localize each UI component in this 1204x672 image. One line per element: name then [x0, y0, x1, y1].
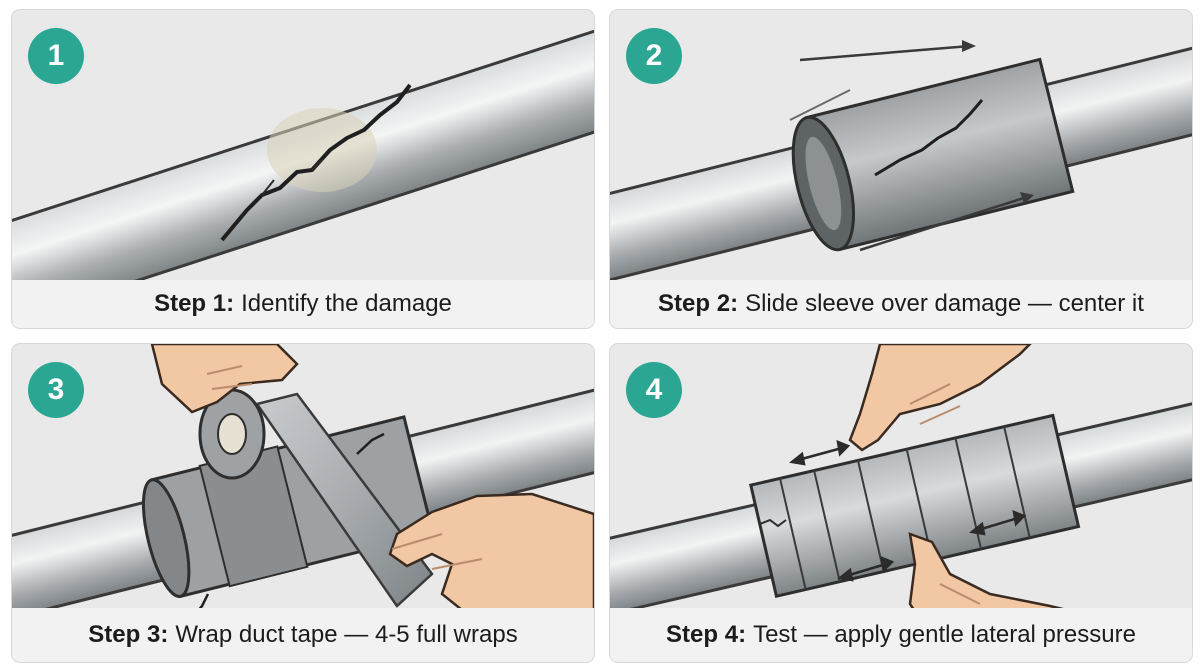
- step-text: Wrap duct tape — 4-5 full wraps: [175, 621, 518, 648]
- step-label: Step 1:: [154, 290, 235, 317]
- step-text: Slide sleeve over damage — center it: [745, 290, 1144, 317]
- step-label: Step 3:: [88, 621, 169, 648]
- wrapping-tape-illustration: [12, 344, 594, 636]
- step-3-panel: 3 Step 3: Wrap duct tape — 4-5 full wrap…: [12, 344, 594, 662]
- step-caption: Step 1: Identify the damage: [12, 280, 594, 328]
- step-number-badge: 1: [28, 28, 84, 84]
- step-4-panel: 4 Step 4: Test — apply gentle lateral pr…: [610, 344, 1192, 662]
- step-text: Test — apply gentle lateral pressure: [753, 621, 1136, 648]
- step-number-badge: 3: [28, 362, 84, 418]
- step-number-badge: 4: [626, 362, 682, 418]
- step-1-panel: 1 Step 1: Identify the damage: [12, 10, 594, 328]
- step-2-panel: 2 Step 2: Slide sleeve over damage — cen…: [610, 10, 1192, 328]
- step-number-badge: 2: [626, 28, 682, 84]
- step-caption: Step 4: Test — apply gentle lateral pres…: [610, 608, 1192, 662]
- step-label: Step 2:: [658, 290, 739, 317]
- step-text: Identify the damage: [241, 290, 452, 317]
- sleeve-over-pipe-illustration: [610, 27, 1192, 297]
- step-caption: Step 3: Wrap duct tape — 4-5 full wraps: [12, 608, 594, 662]
- damaged-pipe-illustration: [12, 10, 594, 328]
- step-label: Step 4:: [666, 621, 747, 648]
- step-caption: Step 2: Slide sleeve over damage — cente…: [610, 280, 1192, 328]
